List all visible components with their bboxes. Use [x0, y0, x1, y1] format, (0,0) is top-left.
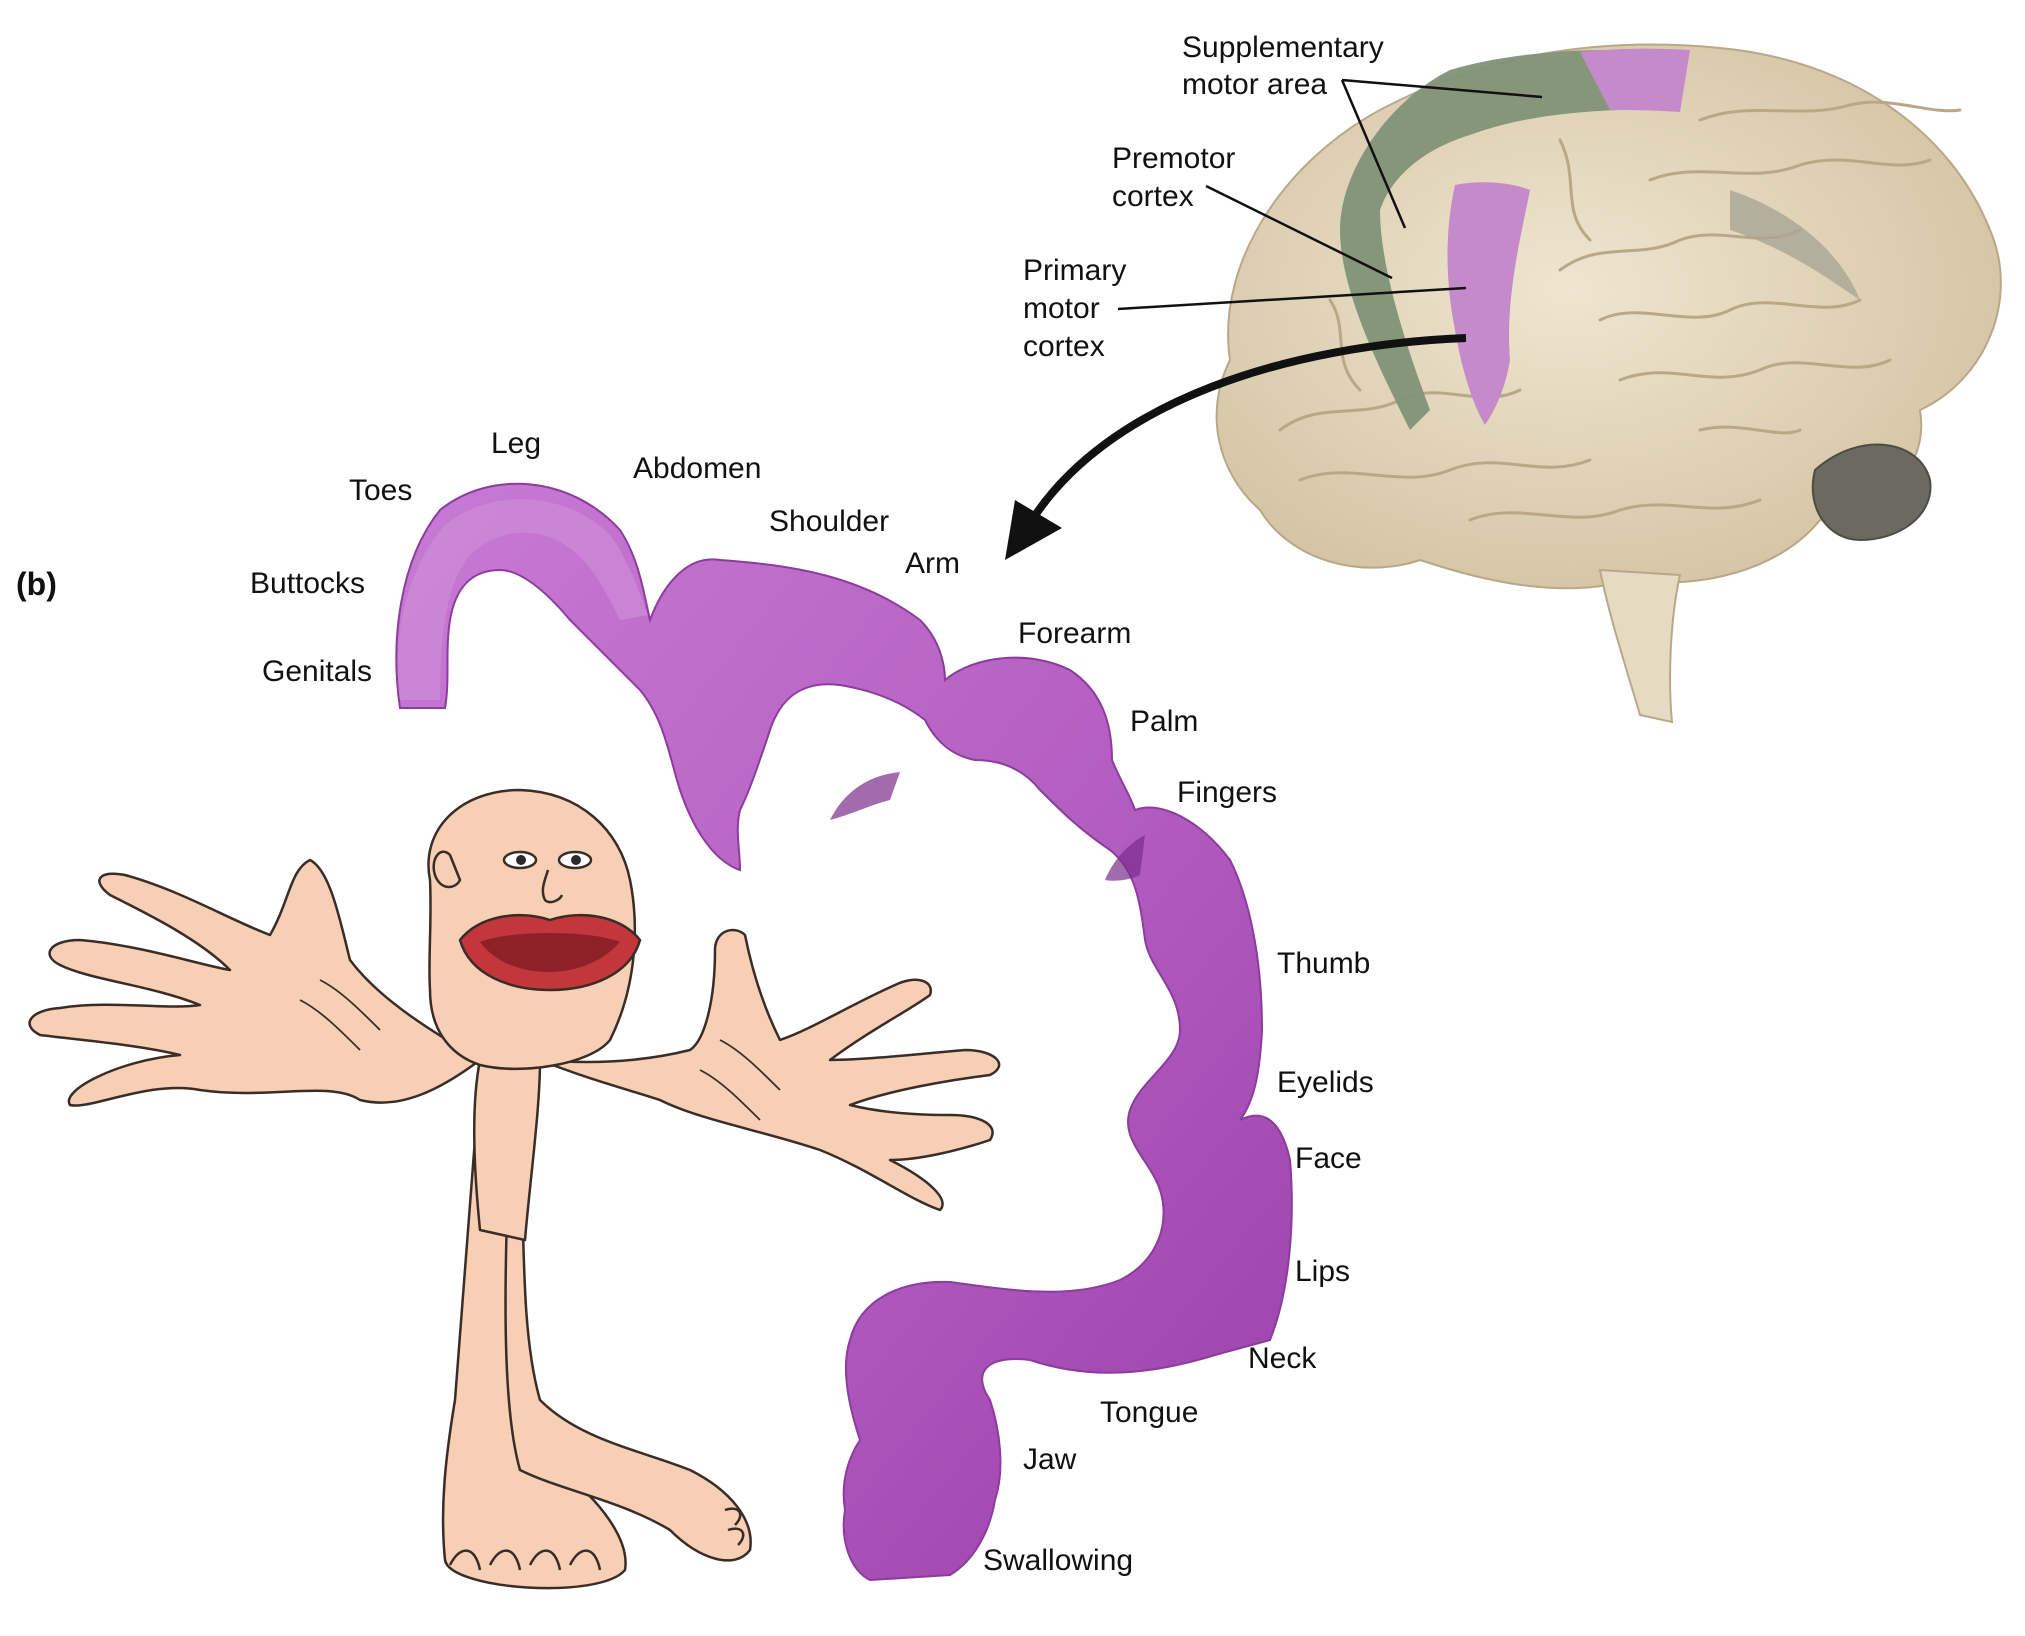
motor-strip-fold-shadow-2	[1105, 835, 1145, 881]
label-primary-line2: motor	[1023, 292, 1100, 325]
region-label-lips: Lips	[1295, 1255, 1350, 1288]
label-premotor-line2: cortex	[1112, 180, 1194, 213]
homunculus-right-hand	[538, 928, 1001, 1212]
motor-strip-fold-shadow	[830, 772, 900, 820]
region-label-swallowing: Swallowing	[983, 1544, 1133, 1577]
primary-motor-cortex-region	[1580, 48, 1690, 112]
region-label-genitals: Genitals	[262, 655, 372, 688]
region-label-palm: Palm	[1130, 705, 1198, 738]
brain-gyri	[1278, 100, 1962, 522]
homunculus-nose	[541, 869, 564, 904]
region-label-thumb: Thumb	[1277, 947, 1370, 980]
homunculus-right-leg	[504, 1128, 752, 1562]
homunculus-right-pupil	[571, 855, 581, 865]
primary-motor-cortex-strip	[1447, 182, 1530, 425]
label-supplementary-line1: Supplementary	[1182, 31, 1384, 64]
label-primary-line3: cortex	[1023, 330, 1105, 363]
region-label-fingers: Fingers	[1177, 776, 1277, 809]
panel-label: (b)	[16, 566, 57, 602]
homunculus	[28, 788, 1001, 1590]
motor-strip-top-face	[397, 499, 648, 700]
region-label-shoulder: Shoulder	[769, 505, 889, 538]
corpus-callosum	[1730, 190, 1860, 300]
homunculus-palm-lines	[299, 979, 781, 1121]
label-premotor-line1: Premotor	[1112, 142, 1235, 175]
premotor-cortex-region	[1340, 50, 1620, 430]
region-label-face: Face	[1295, 1142, 1362, 1175]
region-label-abdomen: Abdomen	[633, 452, 761, 485]
region-label-toes: Toes	[349, 474, 412, 507]
label-supplementary-line2: motor area	[1182, 68, 1327, 101]
region-label-tongue: Tongue	[1100, 1396, 1198, 1429]
homunculus-left-pupil	[516, 855, 526, 865]
homunculus-toes	[448, 1507, 745, 1571]
curved-arrow	[1028, 334, 1467, 523]
homunculus-ear	[432, 850, 462, 889]
region-label-jaw: Jaw	[1023, 1443, 1077, 1476]
region-label-buttocks: Buttocks	[250, 567, 365, 600]
homunculus-left-leg	[441, 1098, 627, 1590]
homunculus-torso	[472, 1058, 542, 1242]
region-label-eyelids: Eyelids	[1277, 1066, 1374, 1099]
label-primary-line1: Primary	[1023, 254, 1126, 287]
region-label-neck: Neck	[1248, 1342, 1317, 1375]
homunculus-left-hand	[28, 858, 482, 1107]
region-label-leg: Leg	[491, 427, 541, 460]
region-label-forearm: Forearm	[1018, 617, 1131, 650]
brainstem	[1598, 568, 1682, 724]
cerebellum	[1811, 443, 1932, 542]
motor-strip-band	[395, 482, 1293, 1582]
region-label-arm: Arm	[905, 547, 960, 580]
arrow-head-icon	[1005, 500, 1062, 560]
homunculus-mouth	[480, 933, 620, 972]
brain-leader-lines	[1117, 78, 1543, 311]
motor-strip	[395, 482, 1293, 1582]
brain-illustration	[1215, 43, 2002, 724]
